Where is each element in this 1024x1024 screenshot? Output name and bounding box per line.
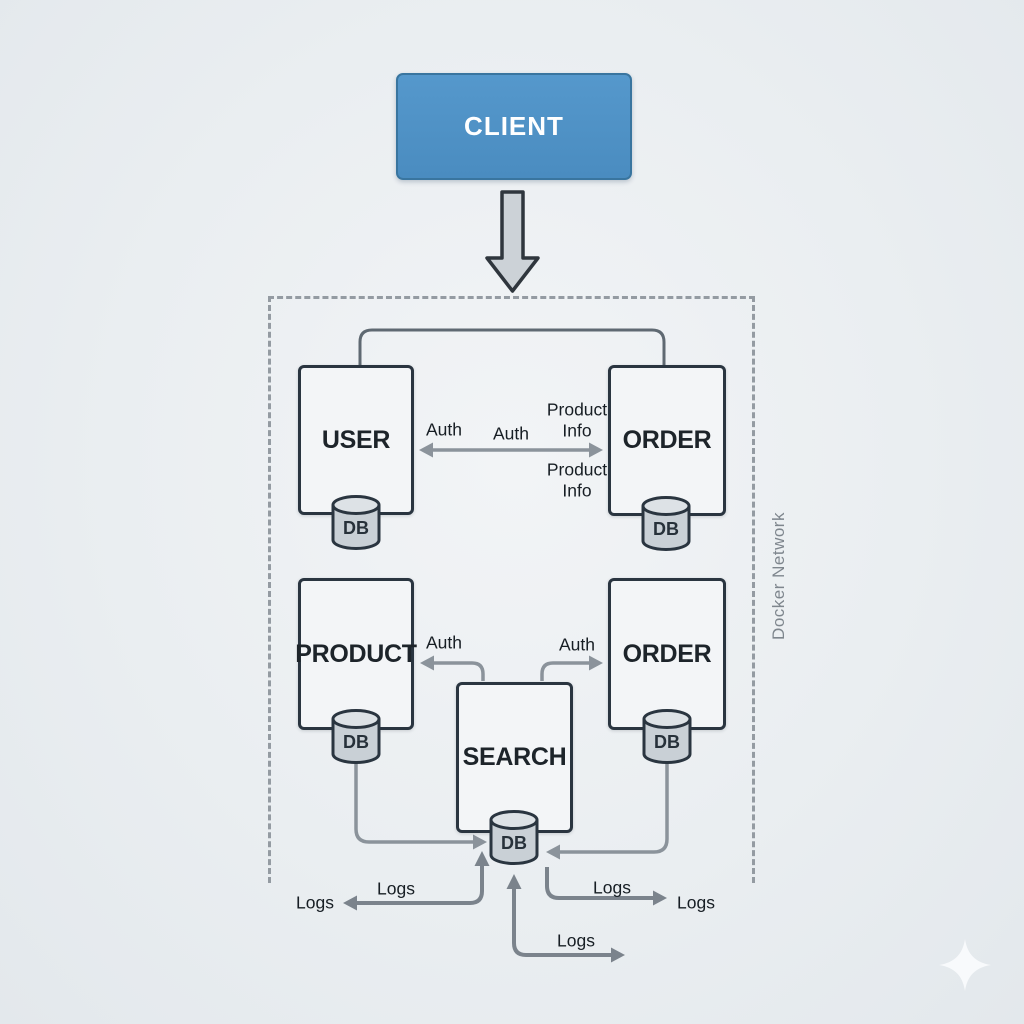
search-to-order-auth-arrow: [540, 655, 603, 681]
user-db-label: DB: [343, 518, 369, 538]
order-service-node-top: ORDER: [608, 365, 726, 516]
docker-network-boundary: [268, 296, 755, 883]
docker-network-label: Docker Network: [769, 512, 788, 640]
user-service-node: USER: [298, 365, 414, 515]
product-info-label-top: Product Info: [546, 399, 608, 440]
order-bottom-db-label: DB: [654, 732, 680, 752]
search-db-cylinder: DB: [488, 809, 540, 867]
product-service-label: PRODUCT: [295, 639, 417, 668]
database-icon: [331, 709, 381, 764]
database-icon: [641, 496, 691, 551]
logs-left-arrow: [343, 851, 490, 911]
order-service-node-bottom: ORDER: [608, 578, 726, 730]
auth-label-user-side: Auth: [426, 419, 462, 440]
search-service-label: SEARCH: [462, 743, 567, 771]
auth-label-mid: Auth: [493, 423, 529, 444]
logs-bottom-arrow: [506, 874, 625, 963]
logs-label-left-over: Logs: [377, 878, 415, 899]
product-db-label: DB: [343, 732, 369, 752]
logs-label-left-end: Logs: [296, 892, 334, 913]
logs-right-arrow: [545, 867, 667, 906]
user-db-cylinder: DB: [330, 494, 382, 552]
database-icon: [489, 810, 539, 865]
client-to-network-arrow: [485, 190, 540, 293]
logs-label-right-end: Logs: [677, 892, 715, 913]
sparkle-star-shape: [939, 939, 991, 991]
sparkle-icon: [939, 939, 991, 996]
user-order-auth-arrow: [419, 442, 603, 458]
order-bottom-db-cylinder: DB: [641, 708, 693, 766]
auth-label-order: Auth: [559, 634, 595, 655]
user-order-bracket-connector: [358, 328, 666, 366]
order-service-label-bottom: ORDER: [622, 639, 712, 668]
logs-label-right-over: Logs: [593, 877, 631, 898]
search-to-product-auth-arrow: [420, 655, 485, 681]
client-label: CLIENT: [464, 111, 564, 141]
search-db-label: DB: [501, 833, 527, 853]
database-icon: [331, 495, 381, 550]
logs-label-bottom: Logs: [557, 930, 595, 951]
auth-label-product: Auth: [426, 632, 462, 653]
order-top-db-cylinder: DB: [640, 495, 692, 553]
product-db-to-search-db-arrow: [354, 762, 487, 850]
product-info-label-bottom: Product Info: [546, 459, 608, 500]
database-icon: [642, 709, 692, 764]
order-db-to-search-db-arrow: [546, 762, 669, 860]
order-service-label-top: ORDER: [622, 426, 712, 454]
product-db-cylinder: DB: [330, 708, 382, 766]
search-service-node: SEARCH: [456, 682, 573, 833]
user-service-label: USER: [321, 425, 391, 454]
client-node: CLIENT: [396, 73, 632, 180]
order-top-db-label: DB: [653, 519, 679, 539]
product-service-node: PRODUCT: [295, 578, 417, 730]
